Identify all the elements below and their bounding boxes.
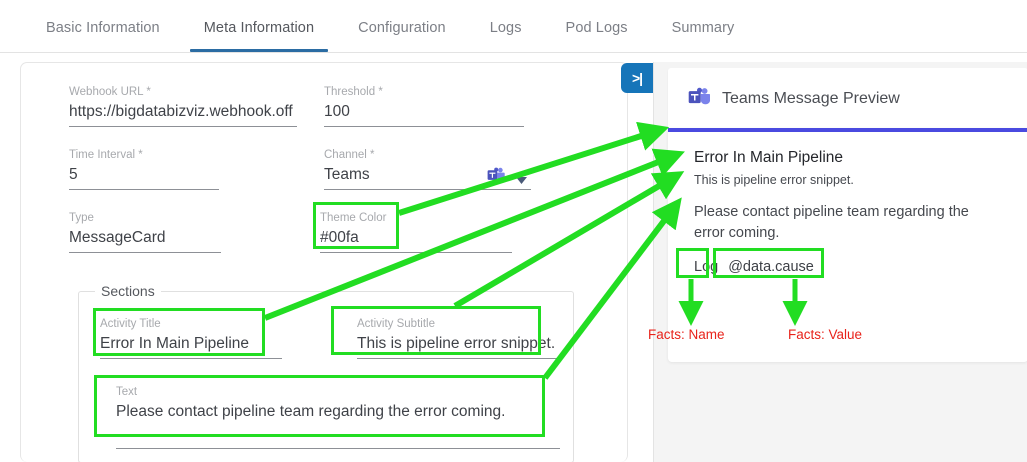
message-card-text: Please contact pipeline team regarding t… (694, 204, 969, 241)
chevron-down-icon[interactable] (516, 171, 527, 189)
preview-title: Teams Message Preview (722, 90, 900, 107)
tab-logs[interactable]: Logs (489, 20, 522, 36)
preview-header: Teams Message Preview (668, 68, 1027, 130)
field-activity-subtitle[interactable]: Activity Subtitle This is pipeline error… (357, 317, 557, 359)
field-type[interactable]: Type MessageCard (69, 211, 221, 253)
message-card-title: Error In Main Pipeline (694, 149, 844, 166)
activity-title-input[interactable]: Error In Main Pipeline (100, 335, 250, 352)
channel-label: Channel * (324, 149, 375, 161)
field-channel[interactable]: Channel * Teams (324, 148, 531, 190)
field-time-interval[interactable]: Time Interval * 5 (69, 148, 219, 190)
message-card-subtitle: This is pipeline error snippet. (694, 173, 854, 187)
threshold-underline (324, 126, 524, 127)
threshold-input[interactable]: 100 (324, 103, 350, 120)
field-theme-color[interactable]: Theme Color #00fa (320, 211, 512, 253)
tab-pod-logs[interactable]: Pod Logs (565, 20, 628, 36)
webhook-url-underline (69, 126, 297, 127)
text-label: Text (116, 386, 138, 398)
teams-message-preview-panel: Teams Message Preview Error In Main Pipe… (653, 62, 1027, 462)
tab-summary[interactable]: Summary (671, 20, 735, 36)
activity-title-label: Activity Title (100, 318, 161, 330)
activity-subtitle-input[interactable]: This is pipeline error snippet. (357, 335, 556, 352)
field-text[interactable]: Text Please contact pipeline team regard… (116, 385, 560, 449)
tab-basic-information[interactable]: Basic Information (46, 20, 160, 36)
message-card-accent-bar (668, 128, 1027, 132)
activity-title-underline (100, 358, 282, 359)
field-activity-title[interactable]: Activity Title Error In Main Pipeline (100, 317, 282, 359)
type-underline (69, 252, 221, 253)
type-label: Type (69, 212, 94, 224)
text-textarea[interactable]: Please contact pipeline team regarding t… (116, 403, 506, 420)
tab-configuration[interactable]: Configuration (358, 20, 446, 36)
theme-color-label: Theme Color (320, 212, 387, 224)
fact-value: @data.cause (728, 259, 814, 275)
time-interval-underline (69, 189, 219, 190)
tab-bar: Basic Information Meta Information Confi… (0, 0, 1027, 53)
time-interval-label: Time Interval * (69, 149, 143, 161)
theme-color-input[interactable]: #00fa (320, 229, 359, 246)
theme-color-underline (320, 252, 512, 253)
message-card-facts-row: Log @data.cause (694, 257, 1002, 277)
meta-information-form-card: Webhook URL * https://bigdatabizviz.webh… (20, 62, 628, 462)
sections-legend: Sections (95, 283, 161, 299)
field-threshold[interactable]: Threshold * 100 (324, 85, 524, 127)
message-card-body: Error In Main Pipeline This is pipeline … (668, 132, 1027, 277)
text-underline (116, 448, 560, 449)
webhook-url-label: Webhook URL * (69, 86, 151, 98)
webhook-url-input[interactable]: https://bigdatabizviz.webhook.off (69, 103, 293, 120)
type-input[interactable]: MessageCard (69, 229, 166, 246)
sections-fieldset: Sections Activity Title Error In Main Pi… (78, 283, 574, 462)
field-webhook-url[interactable]: Webhook URL * https://bigdatabizviz.webh… (69, 85, 297, 127)
teams-icon (487, 167, 505, 188)
tab-list: Basic Information Meta Information Confi… (0, 0, 1027, 52)
collapse-preview-button[interactable]: >| (621, 63, 653, 93)
threshold-label: Threshold * (324, 86, 383, 98)
activity-subtitle-label: Activity Subtitle (357, 318, 435, 330)
time-interval-input[interactable]: 5 (69, 166, 78, 183)
tab-meta-information[interactable]: Meta Information (182, 20, 336, 52)
teams-logo-icon (688, 87, 711, 112)
message-card: Error In Main Pipeline This is pipeline … (668, 128, 1027, 362)
label-facts-name: Facts: Name (648, 327, 725, 342)
activity-subtitle-underline (357, 358, 557, 359)
channel-underline (324, 189, 531, 190)
label-facts-value: Facts: Value (788, 327, 863, 342)
fact-name: Log (694, 259, 719, 275)
